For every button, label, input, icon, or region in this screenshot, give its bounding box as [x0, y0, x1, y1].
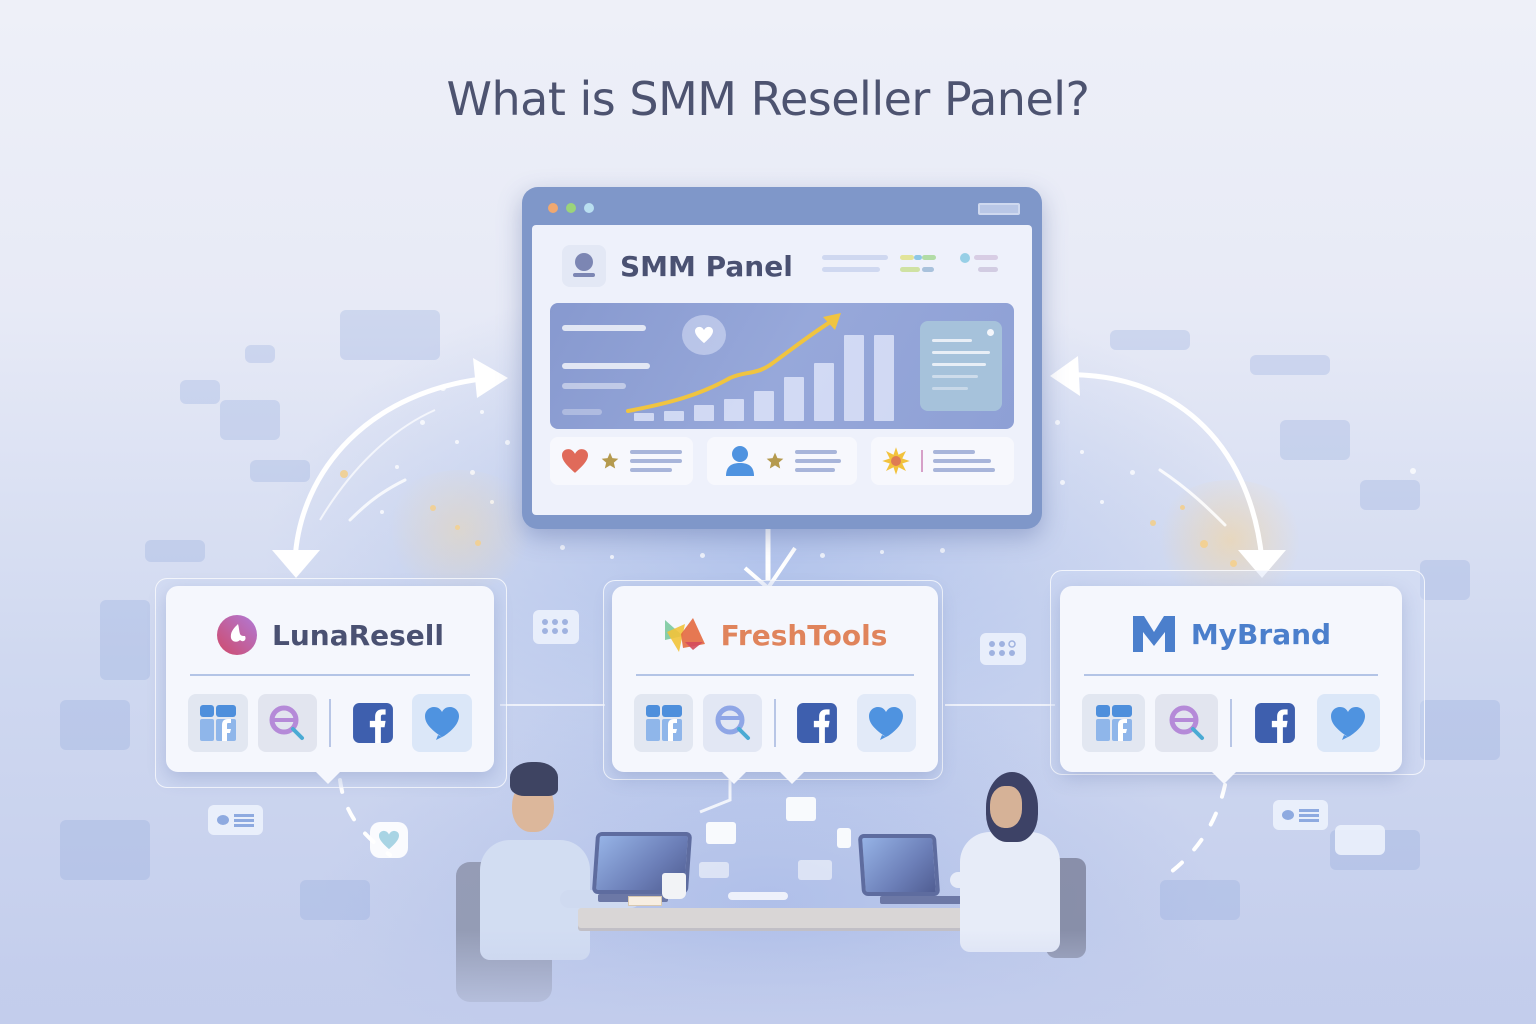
stat-card-likes[interactable]	[550, 437, 693, 485]
facebook-grid-icon[interactable]	[1082, 694, 1145, 752]
reseller-name: MyBrand	[1190, 617, 1332, 651]
message-bubble-icon	[208, 805, 263, 835]
floating-note	[786, 797, 816, 821]
status-dot-icon	[960, 253, 970, 263]
reseller-social-icons	[188, 694, 472, 752]
reseller-name: FreshTools	[720, 618, 888, 652]
laptop	[857, 834, 941, 896]
trend-arrow-icon	[626, 313, 841, 413]
message-bubble-icon	[1335, 825, 1385, 855]
luna-logo-icon	[216, 615, 257, 655]
reseller-name: LunaResell	[271, 618, 444, 652]
reseller-header: FreshTools	[612, 614, 938, 656]
user-icon	[725, 446, 754, 476]
coffee-cup	[662, 873, 686, 899]
user-avatar-icon[interactable]	[562, 245, 606, 287]
search-icon[interactable]	[257, 694, 318, 752]
message-bubble-icon	[1273, 800, 1328, 830]
freshtools-logo-icon	[664, 618, 705, 652]
floating-note	[699, 862, 729, 878]
bar-icon	[921, 450, 924, 472]
notepad	[628, 896, 662, 906]
icon-separator	[774, 699, 776, 747]
panel-body: SMM Panel	[532, 225, 1032, 515]
reseller-card-freshtools[interactable]: FreshTools	[612, 586, 938, 784]
desk	[578, 908, 1018, 928]
floating-note	[706, 822, 736, 844]
stat-card-followers[interactable]	[706, 437, 858, 485]
facebook-icon[interactable]	[343, 694, 403, 752]
panel-title: SMM Panel	[620, 249, 793, 283]
mouse	[728, 892, 788, 900]
dashboard-chart-card	[550, 303, 1014, 429]
reseller-social-icons	[634, 694, 916, 752]
reseller-header: MyBrand	[1060, 614, 1402, 654]
search-icon[interactable]	[1155, 694, 1218, 752]
reseller-card-lunaresell[interactable]: LunaResell	[166, 586, 494, 784]
burst-icon	[882, 447, 911, 475]
card-pointer	[1212, 772, 1236, 784]
divider	[636, 674, 914, 676]
reseller-header: LunaResell	[166, 614, 494, 656]
stat-cards	[550, 437, 1015, 485]
floating-note	[837, 828, 851, 848]
heart-bubble-icon[interactable]	[856, 694, 916, 752]
page-title: What is SMM Reseller Panel?	[446, 72, 1090, 126]
card-pointer	[722, 772, 746, 784]
star-icon	[601, 452, 619, 469]
window-dot-green[interactable]	[566, 203, 576, 213]
chat-bubble-icon	[533, 610, 579, 644]
reseller-card-mybrand[interactable]: MyBrand	[1060, 586, 1402, 784]
card-pointer	[316, 772, 340, 784]
window-controls	[548, 203, 594, 213]
reseller-social-icons	[1082, 694, 1380, 752]
chat-bubble-icon	[980, 633, 1026, 665]
star-icon	[766, 452, 784, 469]
heart-icon	[562, 449, 588, 473]
divider	[1084, 674, 1378, 676]
icon-separator	[1230, 699, 1232, 747]
icon-separator	[329, 699, 331, 747]
heart-bubble-icon	[370, 822, 408, 858]
facebook-grid-icon[interactable]	[188, 694, 248, 752]
search-icon[interactable]	[703, 694, 763, 752]
panel-header: SMM Panel	[562, 245, 793, 287]
mybrand-m-icon	[1132, 616, 1175, 652]
window-dot-orange[interactable]	[548, 203, 558, 213]
heart-icon	[682, 315, 726, 355]
facebook-icon[interactable]	[1244, 694, 1307, 752]
floating-note	[798, 860, 832, 880]
card-pointer	[780, 772, 804, 784]
heart-bubble-icon[interactable]	[412, 694, 472, 752]
summary-card	[920, 321, 1002, 411]
smm-panel-window: SMM Panel	[522, 187, 1042, 529]
divider	[190, 674, 470, 676]
window-dot-blue[interactable]	[584, 203, 594, 213]
facebook-icon[interactable]	[788, 694, 847, 752]
window-maximize-button[interactable]	[978, 203, 1020, 215]
heart-bubble-icon[interactable]	[1316, 694, 1380, 752]
facebook-grid-icon[interactable]	[634, 694, 694, 752]
header-menu-placeholders	[822, 253, 1002, 281]
stat-card-engagement[interactable]	[871, 437, 1015, 485]
